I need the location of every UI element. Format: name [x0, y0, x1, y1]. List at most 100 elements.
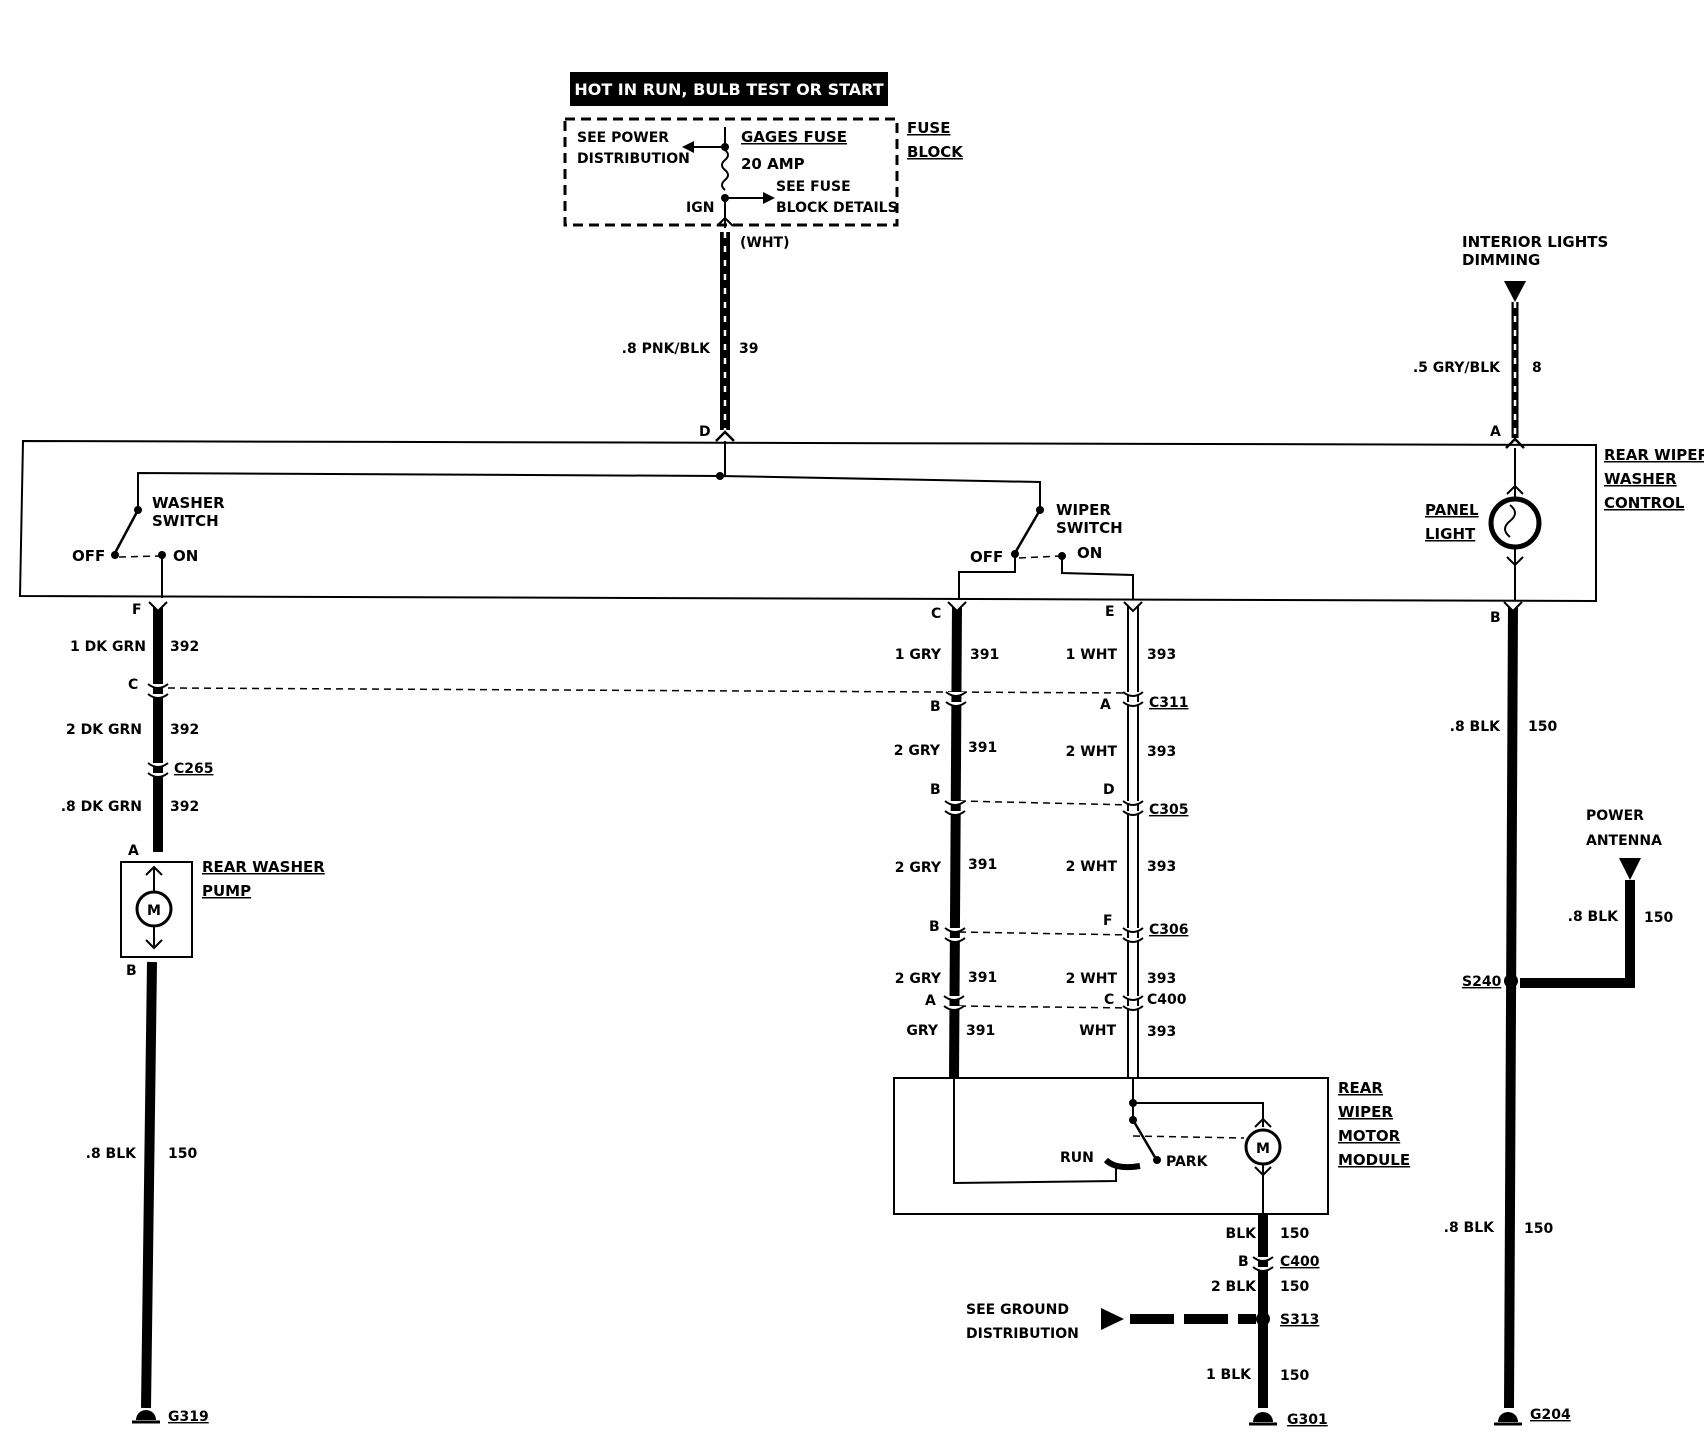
panel-light-label-2: LIGHT — [1425, 525, 1476, 543]
fuse-block-title-2: BLOCK — [907, 143, 964, 161]
c306-connector-icon — [1122, 927, 1144, 943]
fuse-terminal-icon — [716, 216, 734, 227]
wht-seg5-circuit: 393 — [1147, 1024, 1176, 1040]
right-seg2-size: .8 BLK — [1444, 1220, 1496, 1236]
out1-circuit: 150 — [1280, 1226, 1309, 1242]
gry-connector-1-icon — [945, 691, 967, 707]
fuse-name: GAGES FUSE — [741, 128, 847, 146]
c400-connector-icon — [1122, 995, 1144, 1011]
s240-label: S240 — [1462, 974, 1502, 990]
c265-connector-icon — [147, 762, 169, 778]
gry-pin-1: B — [930, 699, 941, 715]
ign-label: IGN — [686, 200, 714, 216]
park-label: PARK — [1166, 1154, 1209, 1170]
control-pin-e: E — [1105, 604, 1115, 620]
control-bus-line — [137, 471, 1041, 510]
washer-seg2-size: 2 DK GRN — [66, 722, 142, 738]
control-pin-d: D — [699, 424, 711, 440]
gry-connector-4-icon — [943, 995, 965, 1011]
gry-seg5-circuit: 391 — [966, 1023, 995, 1039]
gry-seg5-size: GRY — [906, 1023, 939, 1039]
antenna-wire-circuit: 150 — [1644, 910, 1673, 926]
gry-seg4-size: 2 GRY — [895, 971, 942, 987]
wiper-switch-on: ON — [1077, 544, 1102, 562]
washer-seg3-size: .8 DK GRN — [61, 799, 142, 815]
washer-c265: C265 — [174, 761, 214, 777]
wiper-motor-label: M — [1256, 1141, 1270, 1157]
rear-wiper-motor-module-box — [893, 1077, 1329, 1215]
control-title-2: WASHER — [1604, 470, 1677, 488]
gry-seg3-size: 2 GRY — [895, 860, 942, 876]
wiper-switch-linkage — [1018, 555, 1061, 559]
module-label-3: MOTOR — [1338, 1127, 1401, 1145]
g319-ground-icon — [136, 1410, 156, 1420]
out3-size: 1 BLK — [1206, 1367, 1252, 1383]
feed-wire-circuit: 39 — [739, 341, 758, 357]
motor-terminal-top — [1254, 1117, 1272, 1128]
fuse-icon — [721, 149, 729, 191]
module-label-1: REAR — [1338, 1079, 1383, 1097]
see-fuse-text-1: SEE FUSE — [776, 179, 851, 195]
pump-label-2: PUMP — [202, 882, 251, 900]
wiper-switch-label-2: SWITCH — [1056, 519, 1123, 537]
gry-seg4-circuit: 391 — [968, 970, 997, 986]
wiper-switch-blade — [1013, 509, 1042, 554]
rear-washer-pump-box — [120, 861, 193, 958]
pin-d-terminal-icon — [715, 430, 735, 442]
wht-label: (WHT) — [740, 235, 790, 251]
c311-connector-icon — [1122, 691, 1144, 707]
connector-tie-c311 — [167, 687, 1134, 694]
see-power-text-2: DISTRIBUTION — [577, 151, 690, 167]
pin-e-connector-icon — [1123, 601, 1143, 613]
wht-pin-2: D — [1103, 782, 1115, 798]
c400b-label: C400 — [1280, 1254, 1320, 1270]
washer-switch-off-contact — [111, 551, 119, 559]
dimming-title-1: INTERIOR LIGHTS — [1462, 233, 1608, 251]
control-title-1: REAR WIPER — [1604, 446, 1704, 464]
see-ground-arrow-icon — [1101, 1308, 1124, 1330]
pump-motor-label: M — [147, 903, 161, 919]
connector-tie-c400 — [958, 1005, 1134, 1009]
right-wire-150 — [1504, 603, 1518, 1409]
wht-pin-3: F — [1103, 913, 1113, 929]
washer-switch-off: OFF — [72, 547, 105, 565]
right-seg1-circuit: 150 — [1528, 719, 1557, 735]
wht-seg1-circuit: 393 — [1147, 647, 1176, 663]
park-motor-linkage — [1132, 1135, 1245, 1139]
washer-ground-wire-150 — [141, 961, 157, 1409]
wht-pin-1: A — [1100, 697, 1111, 713]
fuse-block-box — [563, 117, 899, 227]
out2-size: 2 BLK — [1211, 1279, 1257, 1295]
washer-ground-size: .8 BLK — [86, 1146, 138, 1162]
washer-switch-blade — [113, 509, 140, 554]
gry-seg3-circuit: 391 — [968, 857, 997, 873]
wiper-switch-off: OFF — [970, 548, 1003, 566]
washer-switch-label-1: WASHER — [152, 494, 225, 512]
panel-light-bulb-icon — [1488, 496, 1542, 550]
right-seg1-size: .8 BLK — [1450, 719, 1502, 735]
washer-switch-linkage — [118, 555, 161, 558]
run-contact-icon — [1103, 1157, 1141, 1171]
g204-label: G204 — [1530, 1407, 1571, 1423]
right-seg2-circuit: 150 — [1524, 1221, 1553, 1237]
out2-circuit: 150 — [1280, 1279, 1309, 1295]
washer-conn-c-icon — [147, 683, 169, 699]
gry-seg1-size: 1 GRY — [895, 647, 942, 663]
antenna-label-2: ANTENNA — [1586, 833, 1662, 849]
wiper-switch-label-1: WIPER — [1056, 501, 1111, 519]
antenna-wire-150 — [1520, 880, 1635, 988]
fuse-block-title-1: FUSE — [907, 119, 950, 137]
wht-seg4-size: 2 WHT — [1066, 971, 1118, 987]
antenna-arrow-icon — [1619, 858, 1641, 880]
dimming-arrow-icon — [1504, 281, 1526, 302]
conn-c305: C305 — [1149, 802, 1189, 818]
gry-seg1-circuit: 391 — [970, 647, 999, 663]
c305-connector-icon — [1122, 800, 1144, 816]
gry-pin-2: B — [930, 782, 941, 798]
antenna-label-1: POWER — [1586, 808, 1644, 824]
see-power-arrow-icon — [682, 141, 694, 153]
module-label-2: WIPER — [1338, 1103, 1393, 1121]
see-power-text-1: SEE POWER — [577, 130, 669, 146]
washer-seg1-circuit: 392 — [170, 639, 199, 655]
s313-label: S313 — [1280, 1312, 1319, 1328]
